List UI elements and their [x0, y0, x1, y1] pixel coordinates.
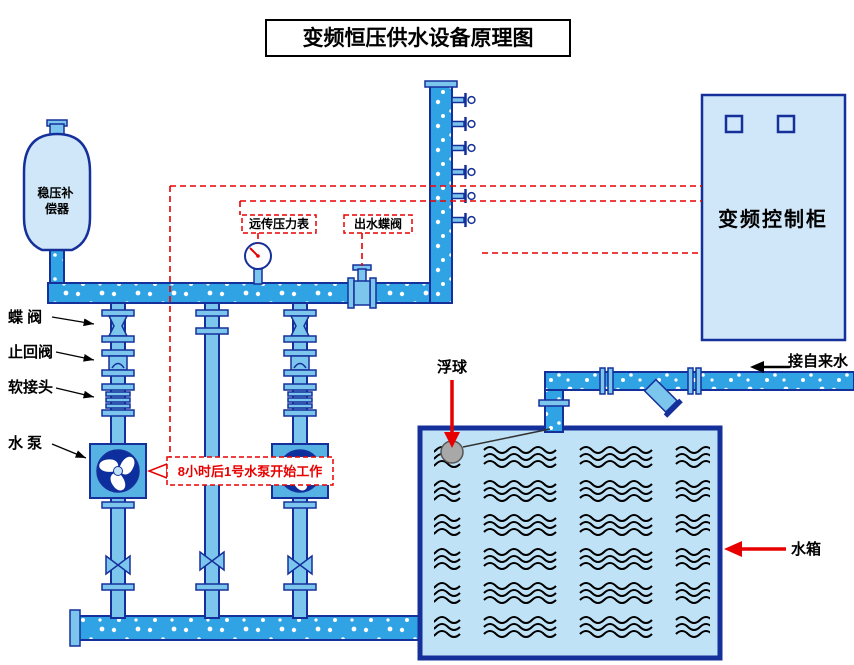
control-cabinet: 变频控制柜 [700, 93, 847, 342]
check-valve-symbol [284, 350, 316, 376]
cabinet-label: 变频控制柜 [718, 207, 828, 231]
water-pump-label: 水 泵 [8, 434, 42, 452]
gauge-label: 远传压力表 [249, 216, 310, 231]
callout-text: 8小时后1号水泵开始工作 [178, 464, 322, 479]
float-linkage [462, 428, 551, 448]
pressure-compensator: 稳压补 偿器 [22, 119, 92, 252]
compensator-label-line1: 稳压补 [37, 185, 73, 200]
riser-cap [424, 80, 458, 88]
outlet-valve-label: 出水蝶阀 [354, 216, 402, 231]
soft-joint-label: 软接头 [8, 378, 53, 396]
component-labels: 蝶 阀 止回阀 软接头 水 泵 [8, 308, 95, 459]
float-ball-label: 浮球 [437, 358, 468, 376]
gauge-label-box: 远传压力表 [241, 214, 317, 234]
butterfly-valve-symbol [102, 310, 134, 342]
inlet-piping [538, 367, 854, 433]
svg-text:稳压补 偿器: 稳压补 偿器 [37, 185, 76, 216]
title-box: 变频恒压供水设备原理图 [265, 19, 571, 57]
cabinet-body [700, 93, 847, 342]
float-ball-callout: 浮球 [437, 358, 468, 448]
tap-water-callout: 接自来水 [750, 352, 849, 373]
compensator-vessel [22, 132, 92, 252]
tap-water-label: 接自来水 [788, 352, 849, 370]
water-tank [417, 425, 723, 661]
outlet-valve [347, 264, 377, 309]
riser-taps [450, 91, 477, 229]
riser-pipe [429, 85, 453, 304]
control-wiring [169, 185, 702, 457]
cabinet-indicator-1 [724, 114, 744, 134]
butterfly-valve-symbol [284, 310, 316, 342]
compensator-label-line2: 偿器 [45, 201, 70, 216]
pump1-symbol [89, 443, 147, 499]
check-valve-label: 止回阀 [8, 343, 53, 361]
water-tank-label: 水箱 [791, 540, 821, 558]
outlet-valve-label-box: 出水蝶阀 [343, 214, 413, 234]
suction-end-flange [69, 609, 81, 647]
compensator-pipe [49, 247, 65, 287]
page-title: 变频恒压供水设备原理图 [303, 26, 534, 50]
butterfly-valve-label: 蝶 阀 [8, 308, 42, 326]
y-strainer [643, 378, 683, 418]
suction-header-pipe [77, 615, 425, 641]
main-header-pipe [47, 282, 453, 304]
float-assembly [440, 428, 551, 464]
pump-start-callout: 8小时后1号水泵开始工作 [146, 456, 334, 486]
flow-arrow [750, 361, 764, 373]
water-tank-callout: 水箱 [724, 540, 821, 558]
soft-joint-symbol [102, 384, 134, 416]
cabinet-indicator-2 [776, 114, 796, 134]
check-valve-symbol [102, 350, 134, 376]
soft-joint-symbol [284, 384, 316, 416]
gauge-needle [249, 247, 259, 257]
tank-water-waves [434, 444, 710, 648]
pressure-gauge [244, 242, 272, 285]
